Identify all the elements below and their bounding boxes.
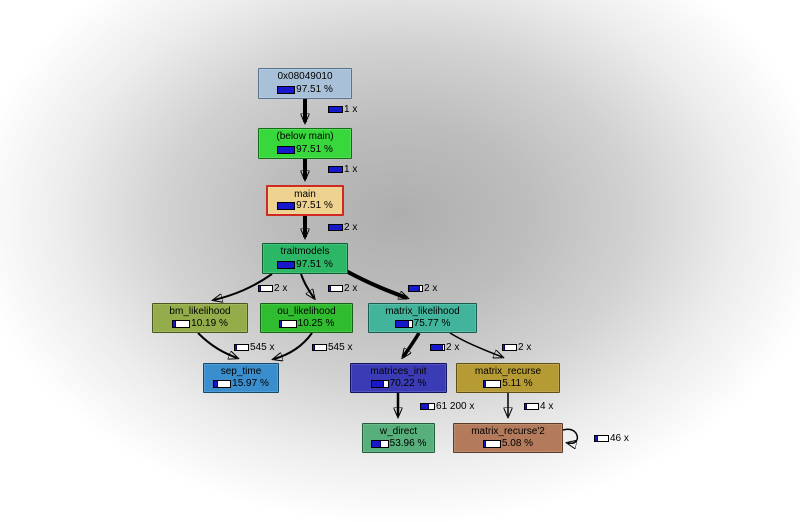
call-count-label[interactable]: 46 x (594, 433, 629, 444)
edge-ou-likelihood-sep-time[interactable] (274, 332, 313, 359)
cost-bar (213, 380, 232, 388)
node-ou-likelihood[interactable]: ou_likelihood 10.25 % (260, 303, 353, 333)
edge-matrix-likelihood-matrix-recurse[interactable] (449, 332, 502, 357)
edge-matrix-recurse2-self-loop[interactable] (562, 428, 578, 443)
call-cost-bar (258, 284, 273, 292)
edge-traitmodels-ou-likelihood[interactable] (300, 273, 314, 298)
node-label: bm_likelihood (169, 306, 231, 317)
edge-matrix-likelihood-matrices-init[interactable] (403, 332, 421, 357)
cost-percent: 5.08 % (501, 438, 534, 449)
node-matrix-recurse2[interactable]: matrix_recurse'2 5.08 % (453, 423, 563, 453)
call-cost-bar (502, 343, 517, 351)
edge-traitmodels-bm-likelihood[interactable] (214, 273, 273, 300)
cost-percent: 97.51 % (296, 200, 333, 211)
call-cost-bar (524, 402, 539, 410)
cost-percent: 70.22 % (389, 378, 427, 389)
node-sep-time[interactable]: sep_time 15.97 % (203, 363, 279, 393)
node-label: w_direct (379, 426, 418, 437)
cost-percent: 75.77 % (413, 318, 451, 329)
call-cost-bar (328, 105, 343, 113)
cost-percent: 15.97 % (232, 378, 269, 389)
node-below-main[interactable]: (below main) 97.51 % (258, 128, 352, 159)
call-count-label[interactable]: 2 x (408, 283, 437, 294)
call-count-label[interactable]: 545 x (312, 342, 352, 353)
call-cost-bar (420, 402, 435, 410)
cost-percent: 10.25 % (297, 318, 335, 329)
cost-percent: 10.19 % (191, 318, 228, 329)
call-count-label[interactable]: 2 x (430, 342, 459, 353)
cost-percent: 97.51 % (296, 144, 333, 155)
call-cost-bar (328, 284, 343, 292)
call-count-label[interactable]: 2 x (328, 283, 357, 294)
cost-bar (277, 86, 296, 94)
cost-percent: 97.51 % (296, 259, 333, 270)
node-matrices-init[interactable]: matrices_init 70.22 % (350, 363, 447, 393)
cost-bar (483, 380, 502, 388)
edge-traitmodels-matrix-likelihood[interactable] (345, 269, 407, 300)
call-count-label[interactable]: 2 x (502, 342, 531, 353)
node-matrix-recurse[interactable]: matrix_recurse 5.11 % (456, 363, 560, 393)
node-label: sep_time (220, 366, 262, 377)
node-label: main (294, 189, 316, 200)
cost-bar (277, 146, 296, 154)
call-cost-bar (430, 343, 445, 351)
node-label: (below main) (276, 131, 334, 142)
cost-bar (172, 320, 191, 328)
edge-bm-likelihood-sep-time[interactable] (197, 332, 237, 358)
cost-percent: 53.96 % (389, 438, 427, 449)
cost-percent: 97.51 % (296, 84, 333, 95)
node-label: matrix_recurse (474, 366, 542, 377)
node-label: matrix_likelihood (385, 306, 460, 317)
node-main[interactable]: main 97.51 % (266, 185, 344, 216)
call-cost-bar (328, 223, 343, 231)
cost-bar (482, 440, 501, 448)
call-count-label[interactable]: 4 x (524, 401, 553, 412)
node-bm-likelihood[interactable]: bm_likelihood 10.19 % (152, 303, 248, 333)
call-count-label[interactable]: 2 x (258, 283, 287, 294)
call-cost-bar (312, 343, 327, 351)
call-cost-bar (594, 434, 609, 442)
node-label: 0x08049010 (277, 71, 333, 82)
cost-bar (370, 380, 389, 388)
node-label: matrices_init (370, 366, 427, 377)
cost-bar (370, 440, 389, 448)
node-traitmodels[interactable]: traitmodels 97.51 % (262, 243, 348, 274)
call-count-label[interactable]: 1 x (328, 104, 357, 115)
cost-bar (278, 320, 297, 328)
call-count-label[interactable]: 545 x (234, 342, 274, 353)
call-cost-bar (328, 165, 343, 173)
cost-bar (277, 202, 296, 210)
node-label: ou_likelihood (277, 306, 336, 317)
cost-bar (394, 320, 413, 328)
node-label: matrix_recurse'2 (471, 426, 545, 437)
node-label: traitmodels (280, 246, 330, 257)
node-w-direct[interactable]: w_direct 53.96 % (362, 423, 435, 453)
call-count-label[interactable]: 1 x (328, 164, 357, 175)
call-cost-bar (234, 343, 249, 351)
call-cost-bar (408, 284, 423, 292)
cost-bar (277, 261, 296, 269)
call-count-label[interactable]: 61 200 x (420, 401, 474, 412)
node-matrix-likelihood[interactable]: matrix_likelihood 75.77 % (368, 303, 477, 333)
node-0x08049010[interactable]: 0x08049010 97.51 % (258, 68, 352, 99)
cost-percent: 5.11 % (502, 378, 533, 389)
call-count-label[interactable]: 2 x (328, 222, 357, 233)
